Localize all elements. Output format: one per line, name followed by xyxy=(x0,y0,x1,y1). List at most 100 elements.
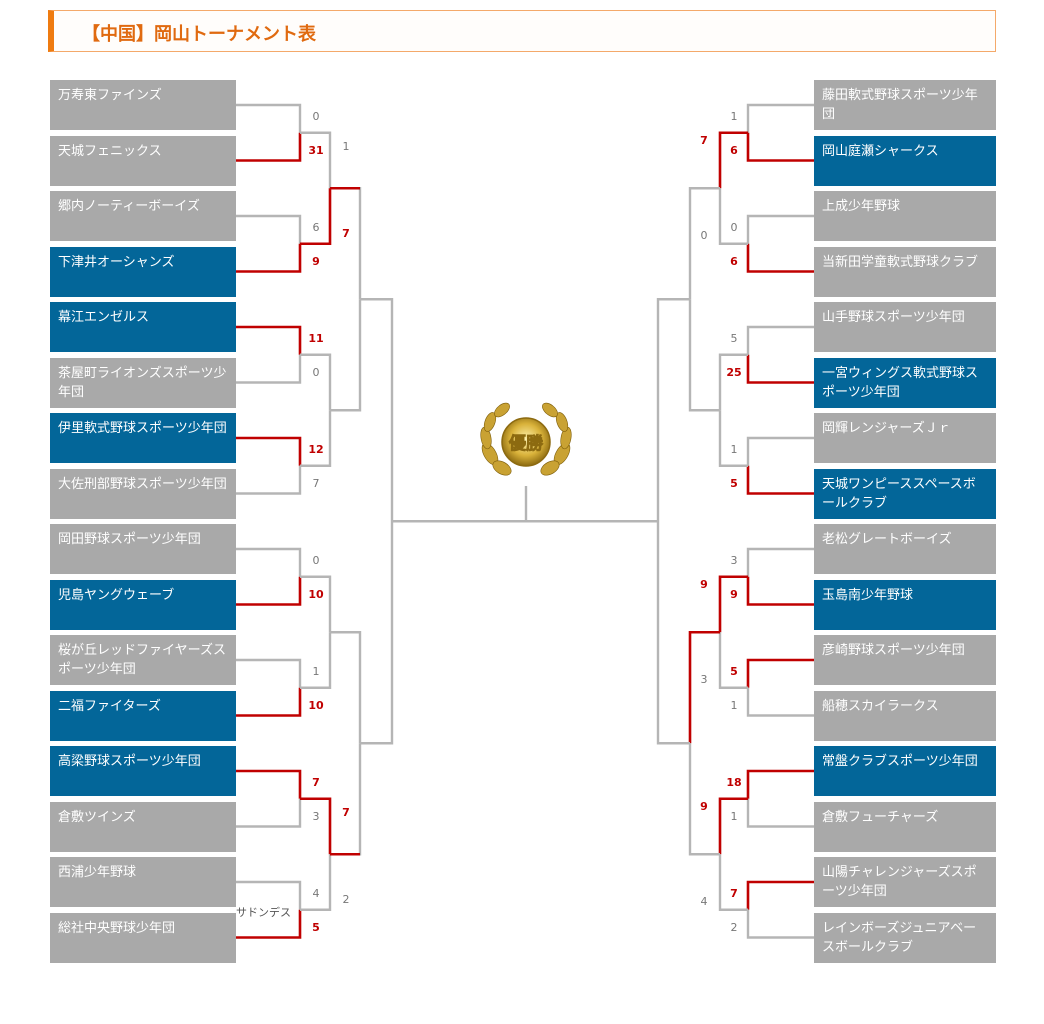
right-r1-line xyxy=(746,769,814,799)
left-r2-line xyxy=(300,854,332,911)
right-r2-line xyxy=(718,131,748,189)
right-r2-line xyxy=(718,575,748,633)
left-team-3[interactable]: 郷内ノーティーボーイズ xyxy=(50,191,236,241)
left-r1-line xyxy=(236,687,302,717)
right-team-4[interactable]: 当新田学童軟式野球クラブ xyxy=(814,246,996,297)
left-r2-line xyxy=(300,353,332,411)
right-r2-line xyxy=(718,353,748,411)
right-r3-line xyxy=(688,299,720,412)
left-team-1[interactable]: 万寿東ファインズ xyxy=(50,80,236,130)
right-r1-line xyxy=(746,436,814,466)
left-r3-line xyxy=(330,299,362,412)
right-r2-score: 0 xyxy=(700,228,708,242)
champion-emblem: 優勝 xyxy=(474,396,578,492)
right-r1-line xyxy=(746,132,814,162)
left-team-8[interactable]: 大佐刑部野球スポーツ少年団 xyxy=(50,468,236,519)
left-r1-line xyxy=(236,547,302,577)
left-r1-score: 31 xyxy=(308,143,324,157)
right-team-12[interactable]: 船穂スカイラークス xyxy=(814,690,996,741)
svg-text:優勝: 優勝 xyxy=(508,433,544,454)
left-r2-score: 7 xyxy=(342,805,350,819)
right-r1-score: 3 xyxy=(730,554,738,567)
left-team-7[interactable]: 伊里軟式野球スポーツ少年団 xyxy=(50,413,236,463)
right-team-2[interactable]: 岡山庭瀬シャークス xyxy=(814,135,996,186)
right-r2-line xyxy=(718,854,748,911)
right-r3-line xyxy=(688,187,720,300)
left-team-2[interactable]: 天城フェニックス xyxy=(50,135,236,186)
left-r3-line xyxy=(330,187,362,300)
right-r1-score: 5 xyxy=(730,332,738,345)
right-team-1[interactable]: 藤田軟式野球スポーツ少年団 xyxy=(814,80,996,130)
right-r1-line xyxy=(746,547,814,577)
right-team-7[interactable]: 岡輝レンジャーズＪｒ xyxy=(814,413,996,463)
left-team-15[interactable]: 西浦少年野球 xyxy=(50,857,236,907)
left-r1-line xyxy=(236,465,302,495)
right-team-13[interactable]: 常盤クラブスポーツ少年団 xyxy=(814,746,996,796)
left-r2-score: 2 xyxy=(342,892,350,906)
right-team-16[interactable]: レインボーズジュニアベースボールクラブ xyxy=(814,912,996,963)
left-team-6[interactable]: 茶屋町ライオンズスポーツ少年団 xyxy=(50,357,236,408)
right-team-5[interactable]: 山手野球スポーツ少年団 xyxy=(814,302,996,352)
left-r1-line xyxy=(236,909,302,939)
right-team-15[interactable]: 山陽チャレンジャーズスポーツ少年団 xyxy=(814,857,996,907)
left-team-10[interactable]: 児島ヤングウェーブ xyxy=(50,579,236,630)
right-r1-score: 7 xyxy=(730,887,738,900)
left-team-12[interactable]: 二福ファイターズ xyxy=(50,690,236,741)
left-r1-line xyxy=(236,769,302,799)
left-r1-line xyxy=(236,132,302,162)
page-title: 【中国】岡山トーナメント表 xyxy=(82,24,316,45)
left-r2-line xyxy=(300,188,332,246)
right-team-3[interactable]: 上成少年野球 xyxy=(814,191,996,241)
left-r1-score: 0 xyxy=(312,554,320,567)
right-r1-score: 6 xyxy=(730,143,738,157)
left-team-14[interactable]: 倉敷ツインズ xyxy=(50,801,236,852)
left-team-13[interactable]: 高梁野球スポーツ少年団 xyxy=(50,746,236,796)
left-r1-score: 7 xyxy=(312,776,320,789)
right-r1-score: 25 xyxy=(726,365,742,379)
right-r1-score: 5 xyxy=(730,665,738,678)
right-r2-score: 9 xyxy=(700,577,708,591)
left-r2-line xyxy=(300,797,332,855)
left-r1-score: 4 xyxy=(312,887,320,900)
left-team-9[interactable]: 岡田野球スポーツ少年団 xyxy=(50,524,236,574)
left-r1-line xyxy=(236,214,302,244)
right-r1-score: 1 xyxy=(730,809,738,823)
left-team-5[interactable]: 幕江エンゼルス xyxy=(50,302,236,352)
left-r1-score: 1 xyxy=(312,665,320,678)
right-r1-line xyxy=(746,465,814,495)
page-title-box: 【中国】岡山トーナメント表 xyxy=(48,10,996,52)
left-team-11[interactable]: 桜が丘レッドファイヤーズスポーツ少年団 xyxy=(50,635,236,685)
right-r2-line xyxy=(718,632,748,689)
left-r1-score: 5 xyxy=(312,920,320,934)
right-r2-line xyxy=(718,797,748,855)
left-r1-line xyxy=(236,325,302,355)
right-r3-line xyxy=(688,630,720,744)
right-r2-line xyxy=(718,188,748,245)
left-team-4[interactable]: 下津井オーシャンズ xyxy=(50,246,236,297)
right-r1-score: 0 xyxy=(730,221,738,234)
right-r1-score: 5 xyxy=(730,476,738,490)
left-r1-score: 10 xyxy=(308,698,324,712)
right-team-8[interactable]: 天城ワンピーススペースボールクラブ xyxy=(814,468,996,519)
right-r1-score: 1 xyxy=(730,443,738,456)
left-team-16[interactable]: 総社中央野球少年団 xyxy=(50,912,236,963)
right-team-9[interactable]: 老松グレートボーイズ xyxy=(814,524,996,574)
left-r1-score: 9 xyxy=(312,254,320,268)
right-r2-score: 4 xyxy=(700,894,708,908)
right-team-14[interactable]: 倉敷フューチャーズ xyxy=(814,801,996,852)
left-r1-score: 10 xyxy=(308,587,324,601)
left-r1-score: 3 xyxy=(312,809,320,823)
left-r1-line xyxy=(236,243,302,273)
left-r1-line xyxy=(236,103,302,133)
right-r2-score: 9 xyxy=(700,799,708,813)
right-r1-score: 9 xyxy=(730,587,738,601)
left-r2-line xyxy=(300,575,332,633)
left-r1-line xyxy=(236,880,302,910)
left-r2-score: 7 xyxy=(342,226,350,240)
right-team-6[interactable]: 一宮ウィングス軟式野球スポーツ少年団 xyxy=(814,357,996,408)
right-r1-line xyxy=(746,103,814,133)
right-team-10[interactable]: 玉島南少年野球 xyxy=(814,579,996,630)
left-r1-line xyxy=(236,354,302,384)
left-r3-line xyxy=(330,631,362,744)
right-team-11[interactable]: 彦崎野球スポーツ少年団 xyxy=(814,635,996,685)
